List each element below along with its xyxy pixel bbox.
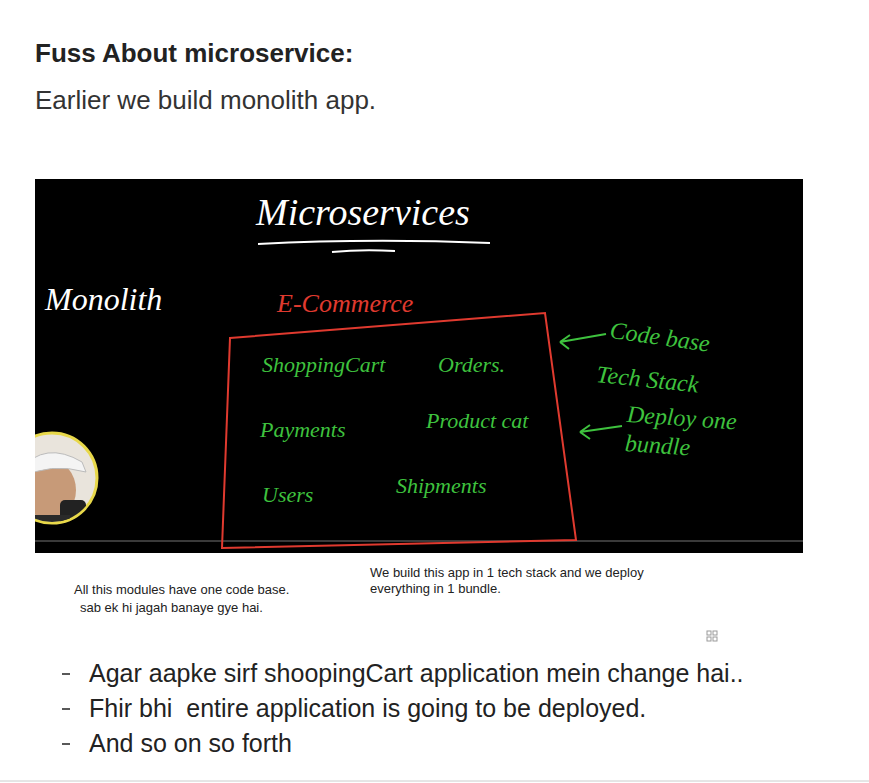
grid-icon [707, 631, 717, 641]
leader-arrow [580, 425, 622, 439]
avatar-cap [35, 453, 86, 478]
image-caption: We build this app in 1 tech stack and we… [370, 565, 670, 596]
module-name: Orders. [438, 352, 505, 378]
module-name: ShoppingCart [262, 352, 385, 378]
image-caption: sab ek hi jagah banaye gye hai. [80, 600, 263, 616]
module-name: Users [262, 482, 313, 508]
bullet-text: And so on so forth [89, 728, 292, 758]
handwritten-label: Monolith [45, 280, 162, 318]
group-heading: E-Commerce [277, 288, 413, 319]
avatar-shirt [35, 515, 70, 535]
title-underline [332, 250, 395, 252]
page-border [0, 781, 869, 782]
bullet-dash [62, 708, 70, 710]
module-group-box: E-CommerceShoppingCart Orders. Payments Pro… [222, 288, 578, 550]
bullet-dash [62, 743, 70, 745]
handwritten-title: Microservices [256, 190, 470, 236]
presenter-avatar [35, 433, 97, 535]
box-border [222, 313, 576, 548]
annotation: Code base [608, 316, 712, 359]
image-caption: All this modules have one code base. [74, 582, 289, 598]
annotation: Deploy one bundle [624, 400, 758, 467]
bullet-text: Fhir bhi entire application is going to … [89, 693, 646, 723]
bullet-text: Agar aapke sirf shoopingCart application… [89, 658, 744, 688]
page-heading: Fuss About microservice: [35, 38, 353, 69]
leader-arrow [560, 334, 606, 349]
annotation: Tech Stack [595, 360, 700, 399]
title-underline [258, 241, 490, 244]
module-name: Product cat [426, 408, 528, 434]
bullet-dash [62, 673, 70, 675]
module-name: Payments [260, 417, 346, 443]
video-progress-bar [35, 540, 803, 542]
intro-text: Earlier we build monolith app. [35, 85, 376, 116]
video-screenshot [35, 179, 803, 553]
module-name: Shipments [396, 473, 486, 499]
